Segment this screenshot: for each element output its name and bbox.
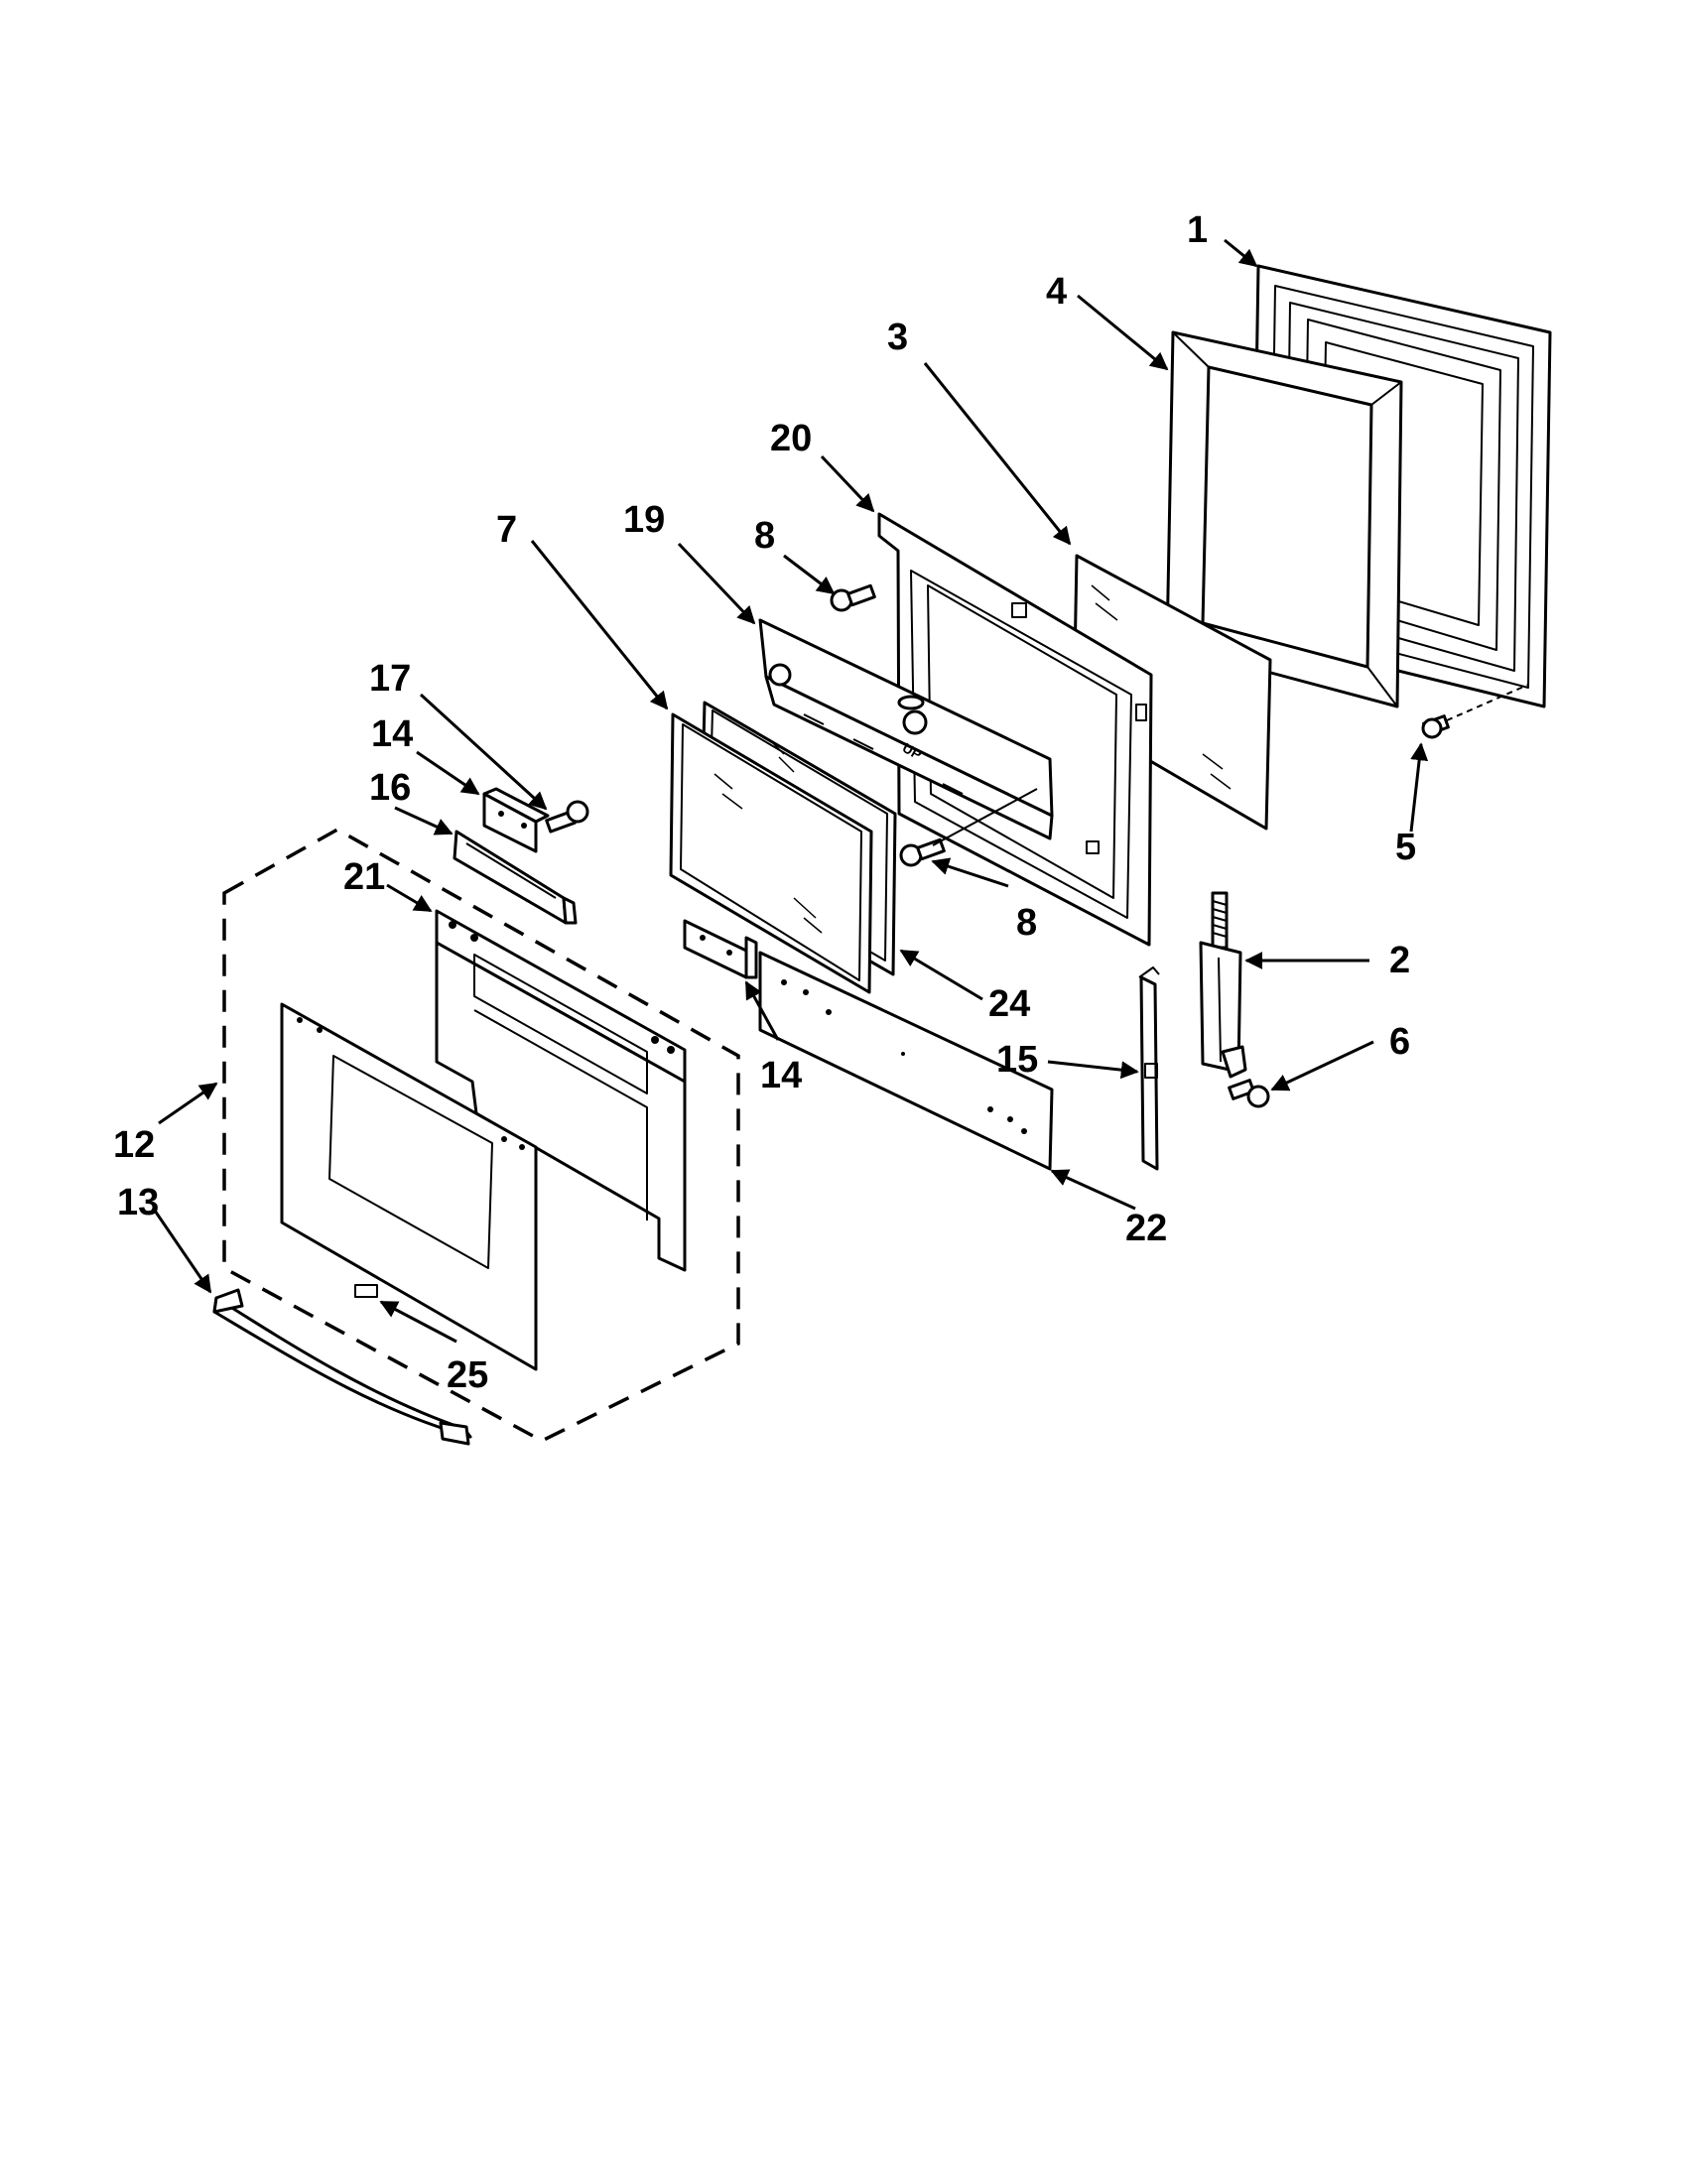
part-21-door-liner [435, 909, 687, 1272]
callout-21: 21 [343, 856, 385, 898]
callout-24: 24 [988, 983, 1030, 1025]
callout-15: 15 [996, 1039, 1038, 1081]
part-22-bottom-strip [758, 951, 1054, 1171]
part-14-bracket-left [482, 787, 550, 853]
callout-1: 1 [1187, 209, 1208, 251]
part-2-hinge [1199, 891, 1247, 1079]
part-19-heat-shield: UP [758, 618, 1054, 840]
callout-22: 22 [1125, 1208, 1167, 1249]
callout-14-left: 14 [371, 713, 413, 755]
part-7-glass-assembly [669, 712, 873, 994]
callout-3: 3 [887, 317, 908, 358]
callout-25: 25 [447, 1354, 488, 1396]
callout-6: 6 [1389, 1021, 1410, 1063]
callout-8-lower: 8 [1016, 902, 1037, 944]
part-14-hinge-bracket-right [683, 919, 758, 979]
part-12-door-assembly-outline [222, 827, 740, 1443]
part-8-screw-upper [830, 583, 876, 612]
part-4-door-frame [1165, 330, 1403, 708]
callout-5: 5 [1395, 827, 1416, 868]
callout-13: 13 [117, 1182, 159, 1223]
part-15-hinge-receiver [1138, 966, 1160, 1171]
part-6-screw [1228, 1079, 1270, 1108]
callout-20: 20 [770, 418, 812, 459]
part-25-outer-door-glass [280, 1002, 538, 1371]
part-16-strip [453, 830, 578, 925]
part-5-screw [1421, 684, 1529, 739]
callout-8-upper: 8 [754, 515, 775, 557]
callout-4: 4 [1046, 271, 1067, 313]
part-8-screw-lower [899, 788, 1038, 867]
callout-17: 17 [369, 658, 411, 700]
leader-lines [153, 238, 1429, 1344]
callout-12: 12 [113, 1124, 155, 1166]
callout-7: 7 [496, 509, 517, 551]
part-13-door-handle [212, 1288, 472, 1446]
part-17-screw [545, 800, 589, 834]
callout-16: 16 [369, 767, 411, 809]
callout-2: 2 [1389, 940, 1410, 981]
callout-14-right: 14 [760, 1055, 802, 1096]
callout-19: 19 [623, 499, 665, 541]
callout-labels: 1 4 3 20 7 19 8 17 14 16 21 8 24 14 5 2 … [113, 209, 1416, 1396]
